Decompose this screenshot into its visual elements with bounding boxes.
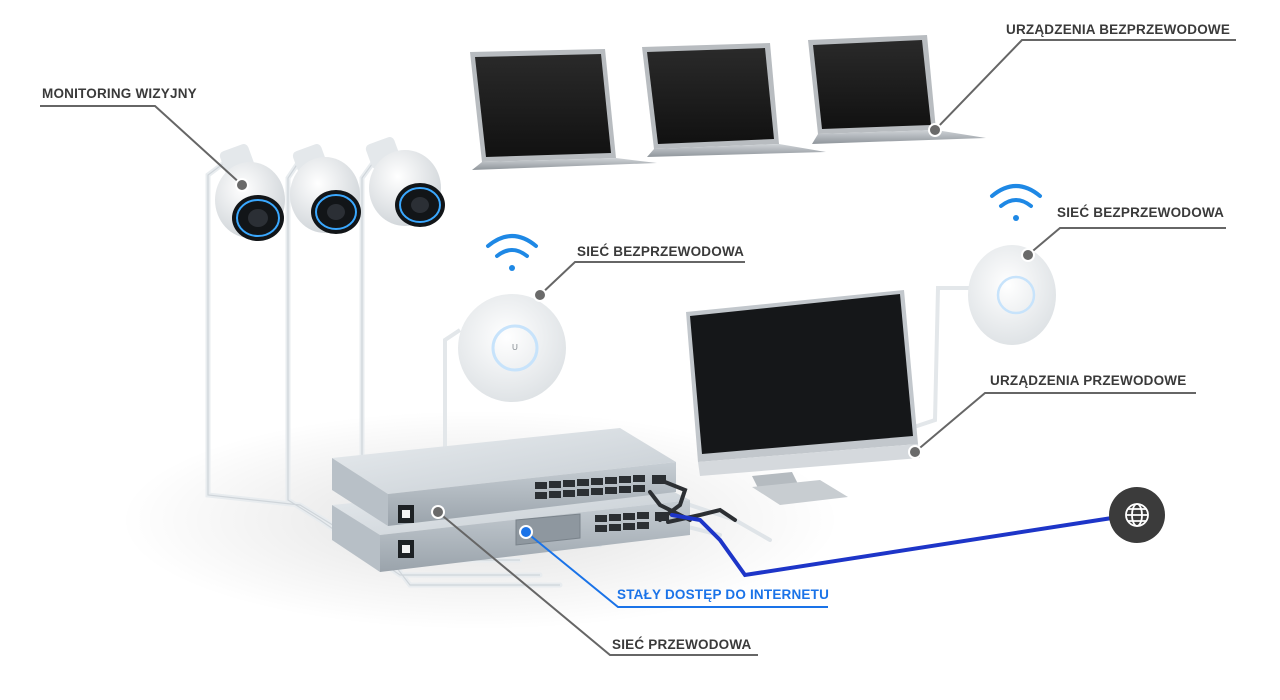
wifi-icon xyxy=(486,234,538,271)
leader-lines xyxy=(40,39,1236,656)
marker-dot xyxy=(908,445,922,459)
label-wired-devices: URZĄDZENIA PRZEWODOWE xyxy=(990,373,1187,388)
wifi-icon xyxy=(990,184,1042,221)
marker-dot xyxy=(533,288,547,302)
marker-dot-internet xyxy=(519,525,533,539)
laptop-3 xyxy=(808,35,986,144)
marker-dot xyxy=(235,178,249,192)
access-point-right xyxy=(968,245,1056,345)
label-wired-network: SIEĆ PRZEWODOWA xyxy=(612,637,752,652)
network-switch-stack xyxy=(332,428,690,572)
laptop-2 xyxy=(642,43,826,157)
label-wireless-devices: URZĄDZENIA BEZPRZEWODOWE xyxy=(1006,22,1231,37)
label-monitoring: MONITORING WIZYJNY xyxy=(42,86,197,101)
marker-dot xyxy=(928,123,942,137)
label-wireless-network-left: SIEĆ BEZPRZEWODOWA xyxy=(577,244,745,259)
desktop-monitor xyxy=(686,290,920,505)
globe-icon xyxy=(1109,487,1165,543)
marker-dot xyxy=(1021,248,1035,262)
internet-cable xyxy=(670,513,1114,578)
laptop-1 xyxy=(470,49,657,170)
marker-dot xyxy=(431,505,445,519)
access-point-left: ᵁ xyxy=(458,294,566,402)
camera-2 xyxy=(290,144,361,234)
svg-text:ᵁ: ᵁ xyxy=(512,342,517,356)
label-wireless-network-right: SIEĆ BEZPRZEWODOWA xyxy=(1057,205,1225,220)
leader-line-internet xyxy=(525,531,828,608)
camera-3 xyxy=(365,137,445,227)
ap-cables xyxy=(443,286,972,450)
camera-1 xyxy=(215,144,285,241)
label-internet-access: STAŁY DOSTĘP DO INTERNETU xyxy=(617,587,830,602)
